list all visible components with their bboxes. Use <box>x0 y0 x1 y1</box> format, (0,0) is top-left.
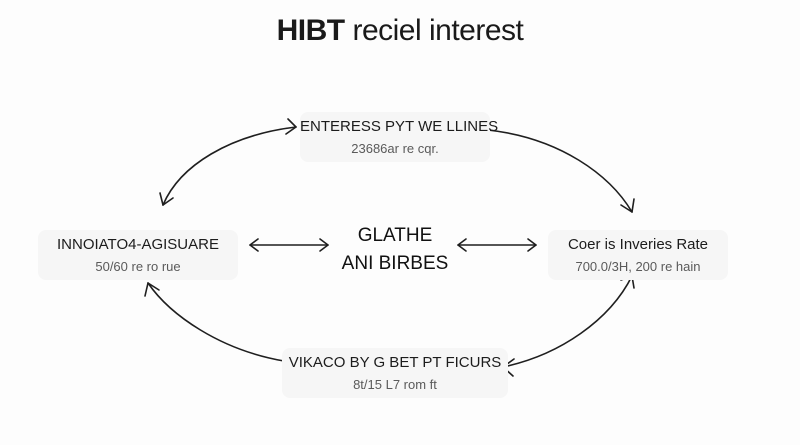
node-right: Coer is Inveries Rate 700.0/3H, 200 re h… <box>548 230 728 280</box>
arc-top-to-right <box>487 129 633 213</box>
node-right-sub: 700.0/3H, 200 re hain <box>575 259 701 274</box>
double-arrow-right-head-b <box>527 238 537 252</box>
arrowhead-bottom-left <box>144 282 160 297</box>
arc-right-to-bottom <box>502 275 633 368</box>
node-left-sub: 50/60 re ro rue <box>95 259 181 274</box>
node-center-line1: GLATHE <box>357 225 433 246</box>
node-right-label: Coer is Inveries Rate <box>567 236 709 253</box>
title-bold-part: HIBT <box>276 14 346 47</box>
node-bottom-sub: 8t/15 L7 rom ft <box>353 377 437 392</box>
node-center-line2: ANI BIRBES <box>341 253 449 274</box>
arrowhead-top-left-lower <box>159 192 174 206</box>
arc-bottom-to-left <box>147 282 285 362</box>
node-left: INNOIATO4-AGISUARE 50/60 re ro rue <box>38 230 238 280</box>
double-arrow-left-head-b <box>319 238 329 252</box>
arc-top-to-left <box>162 126 297 206</box>
node-left-label: INNOIATO4-AGISUARE <box>57 236 219 253</box>
double-arrow-left-head-a <box>249 238 259 252</box>
node-bottom: VIKACO BY G BET PT FICURS 8t/15 L7 rom f… <box>282 348 508 398</box>
title-light-part: reciel interest <box>352 14 524 47</box>
arrowhead-top-right <box>620 198 635 213</box>
double-arrow-right-head-a <box>457 238 467 252</box>
node-top-sub: 23686ar re cqr. <box>351 141 439 156</box>
node-top: ENTERESS PYT WE LLINES 23686ar re cqr. <box>300 112 499 162</box>
node-top-label: ENTERESS PYT WE LLINES <box>300 118 499 135</box>
node-center: GLATHE ANI BIRBES <box>320 222 470 278</box>
arrowhead-top-left-upper <box>285 118 297 135</box>
node-bottom-label: VIKACO BY G BET PT FICURS <box>288 354 502 371</box>
page-title: HIBT reciel interest <box>0 14 800 48</box>
